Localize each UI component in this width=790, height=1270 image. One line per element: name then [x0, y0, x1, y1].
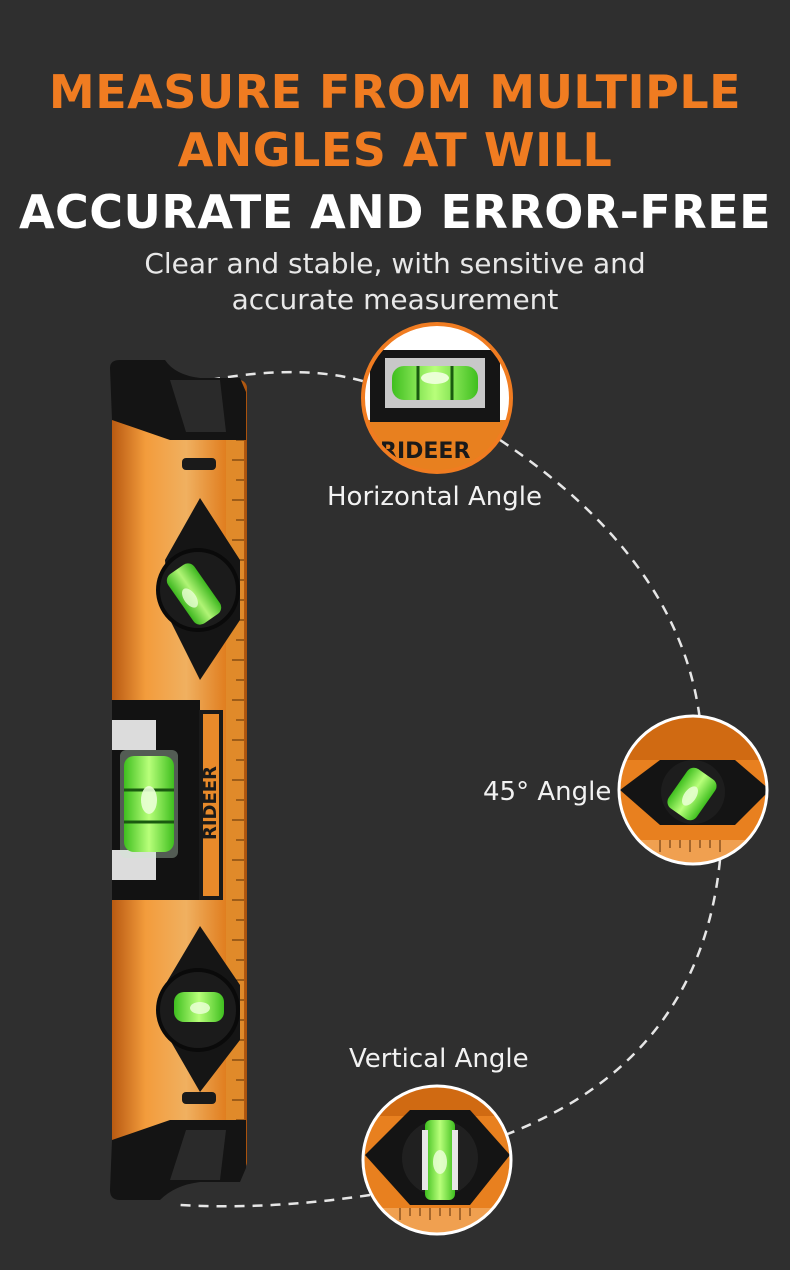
brand-logo: RIDEER — [200, 766, 221, 840]
horizontal-angle-detail: RIDEER — [361, 322, 513, 474]
dashed-arc — [179, 370, 722, 1208]
headline-line-2: ANGLES AT WILL — [177, 123, 613, 177]
subheadline-line-1: Clear and stable, with sensitive and — [144, 247, 646, 280]
diagonal-angle-detail — [617, 714, 769, 866]
spirit-level: RIDEER — [110, 360, 247, 1200]
diagonal-angle-label: 45° Angle — [483, 777, 612, 807]
vertical-angle-label: Vertical Angle — [349, 1044, 529, 1074]
headline-line-1: MEASURE FROM MULTIPLE — [48, 65, 742, 119]
subheadline-line-2: accurate measurement — [231, 283, 559, 316]
vertical-angle-detail — [361, 1084, 513, 1236]
horizontal-angle-label: Horizontal Angle — [327, 482, 543, 512]
headline-line-3: ACCURATE AND ERROR-FREE — [18, 185, 772, 239]
